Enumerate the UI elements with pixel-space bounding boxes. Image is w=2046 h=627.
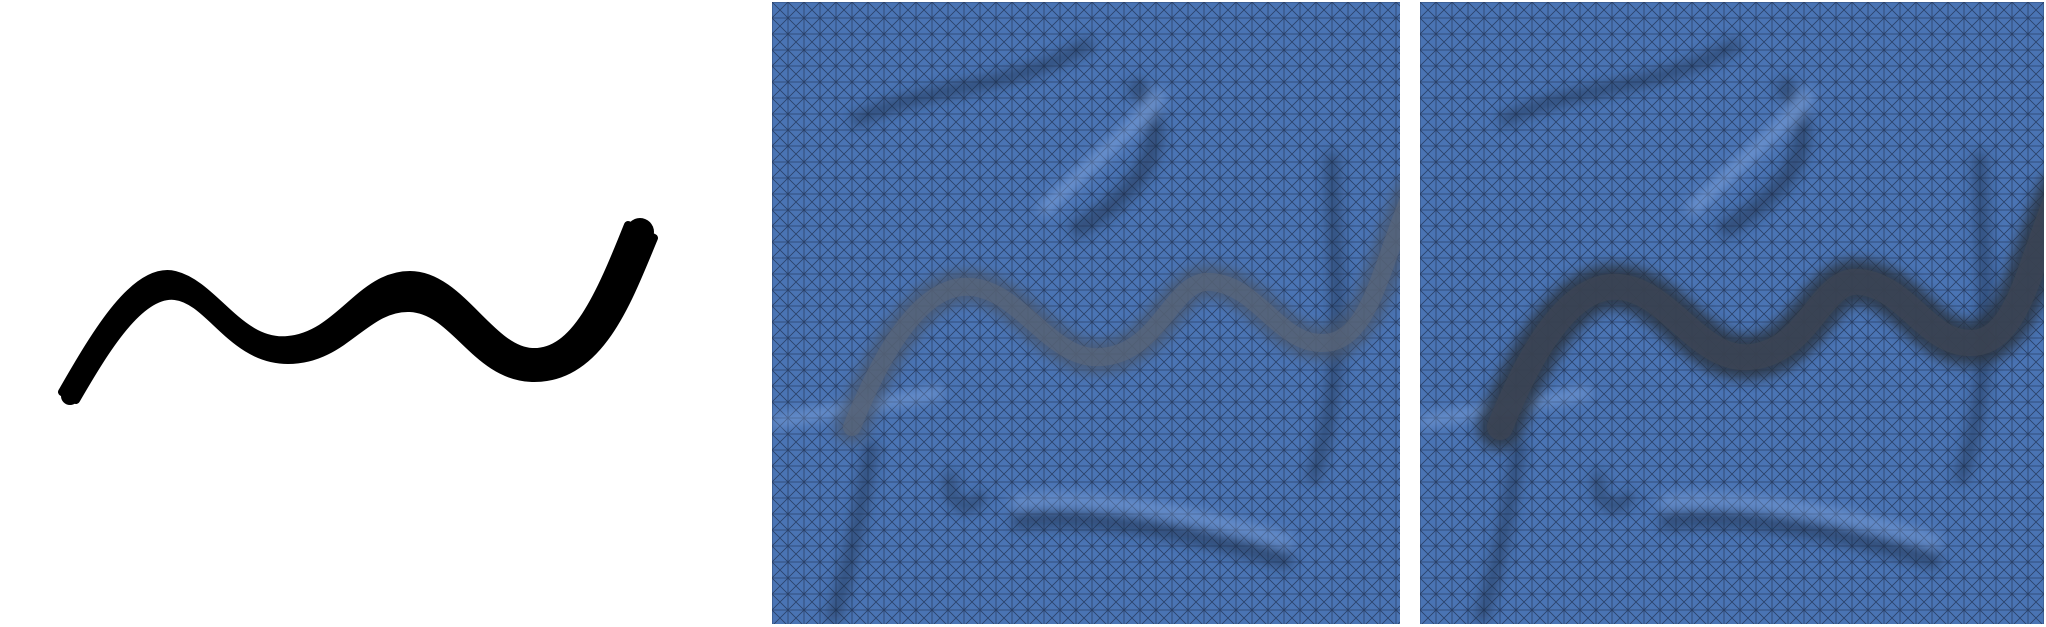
stroke-start-cap [61, 387, 79, 405]
relief-shading [772, 36, 1344, 624]
brush-stroke-canvas [58, 218, 658, 405]
stroke-imprint-core [1487, 196, 2044, 440]
stroke-end-cap [626, 218, 654, 246]
mesh-canvas-high [1420, 2, 2044, 624]
stroke-imprint-core [843, 197, 1400, 436]
mesh-panel-low [772, 2, 1400, 624]
mesh-surface [772, 2, 1400, 624]
mesh-canvas-low [772, 2, 1400, 624]
brush-stroke-panel [0, 0, 760, 627]
mesh-panel-high [1420, 2, 2044, 624]
brush-stroke [58, 221, 658, 404]
